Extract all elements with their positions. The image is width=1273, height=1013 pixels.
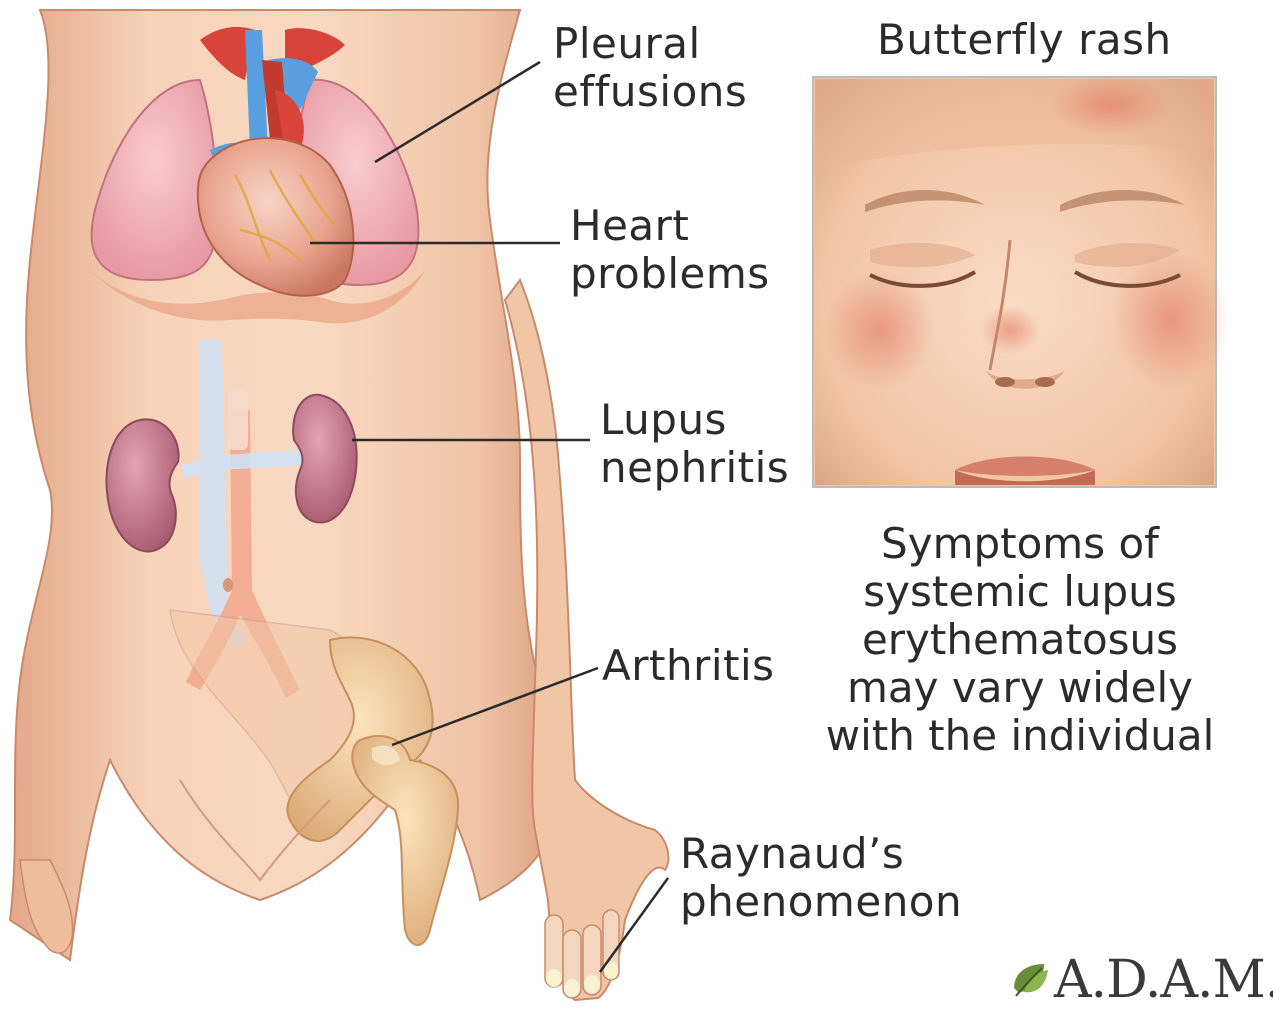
label-heart-line1: Heart — [570, 202, 770, 250]
label-raynaud-line2: phenomenon — [680, 878, 962, 926]
label-raynaud-line1: Raynaud’s — [680, 830, 962, 878]
caption-line: systemic lupus — [800, 568, 1240, 616]
face-image — [815, 75, 1230, 485]
caption-line: Symptoms of — [800, 520, 1240, 568]
label-pleural-line2: effusions — [553, 68, 747, 116]
spine — [228, 390, 248, 450]
label-heart-problems: Heart problems — [570, 202, 770, 298]
adam-logo: A.D.A.M. — [1054, 952, 1273, 1008]
navel — [223, 578, 233, 592]
label-lupus-line1: Lupus — [600, 396, 789, 444]
label-butterfly-rash: Butterfly rash — [877, 16, 1172, 64]
leaf-icon — [1010, 958, 1052, 1000]
label-raynauds-phenomenon: Raynaud’s phenomenon — [680, 830, 962, 926]
caption-line: may vary widely — [800, 664, 1240, 712]
caption-line: erythematosus — [800, 616, 1240, 664]
label-pleural-line1: Pleural — [553, 20, 747, 68]
label-arthritis: Arthritis — [602, 642, 775, 690]
label-pleural-effusions: Pleural effusions — [553, 20, 747, 116]
label-lupus-line2: nephritis — [600, 444, 789, 492]
label-lupus-nephritis: Lupus nephritis — [600, 396, 789, 492]
label-heart-line2: problems — [570, 250, 770, 298]
caption-line: with the individual — [800, 712, 1240, 760]
caption: Symptoms of systemic lupus erythematosus… — [800, 520, 1240, 760]
